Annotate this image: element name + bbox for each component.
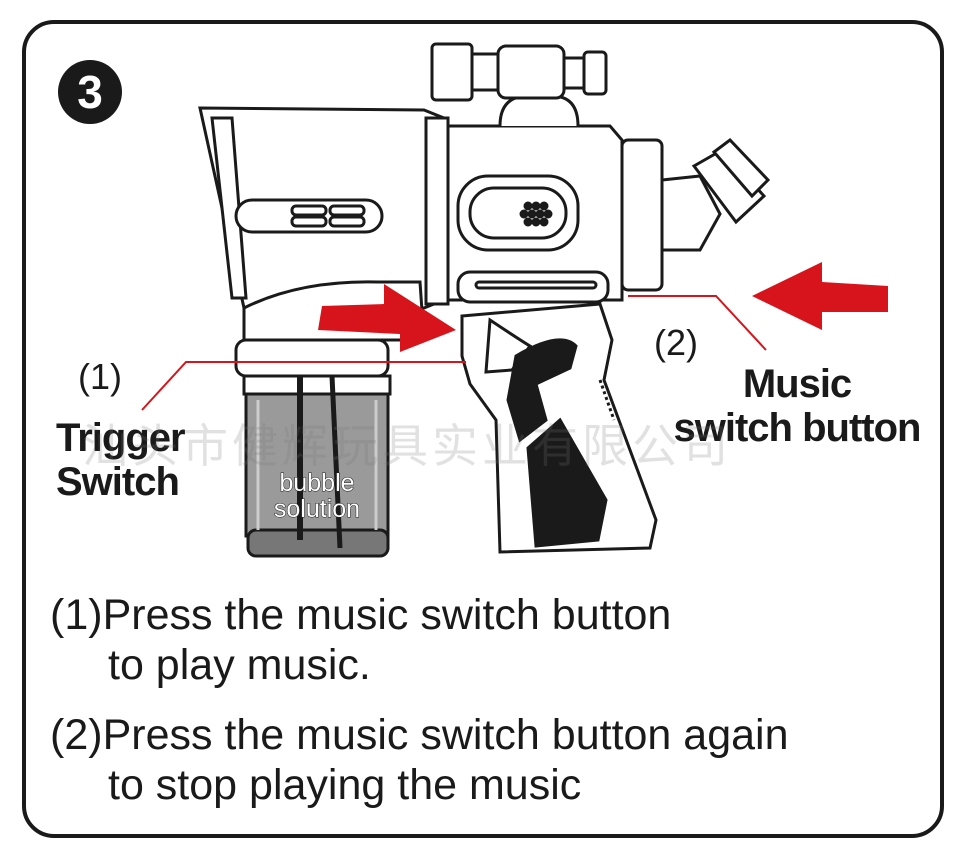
trigger-label-line2: Switch [56, 460, 180, 504]
instruction-2: (2)Press the music switch button again t… [50, 710, 789, 810]
instruction-panel-frame [22, 20, 944, 838]
step-number-badge: 3 [58, 60, 122, 124]
music-button-arrow-icon [752, 262, 888, 330]
instruction-2-line1: Press the music switch button again [102, 711, 789, 759]
trigger-arrow-icon [318, 284, 456, 352]
trigger-switch-label: Trigger Switch [56, 416, 186, 504]
music-callout-line [628, 295, 767, 351]
trigger-label-line1: Trigger [56, 416, 186, 460]
instruction-2-line2: to stop playing the music [108, 761, 582, 809]
bubble-solution-bottle [234, 338, 392, 558]
instruction-1-marker: (1) [50, 591, 103, 639]
music-label-line2: switch button [673, 406, 922, 450]
bottle-label-line1: bubble [279, 469, 355, 497]
music-switch-label: Music switch button [666, 362, 928, 450]
bubble-solution-label: bubble solution [252, 469, 382, 523]
instruction-1-line2: to play music. [108, 641, 371, 689]
instruction-1: (1)Press the music switch button to play… [50, 590, 671, 690]
trigger-callout-number: (1) [78, 356, 122, 397]
instruction-2-marker: (2) [50, 711, 103, 759]
watermark: 汕头市健辉玩具实业有限公司 [82, 419, 732, 473]
trigger-callout-line [141, 361, 466, 411]
gun-body [198, 42, 771, 554]
music-callout-number: (2) [654, 322, 698, 363]
bottle-label-line2: solution [273, 495, 361, 523]
music-label-line1: Music [742, 362, 852, 406]
instruction-1-line1: Press the music switch button [102, 591, 672, 639]
